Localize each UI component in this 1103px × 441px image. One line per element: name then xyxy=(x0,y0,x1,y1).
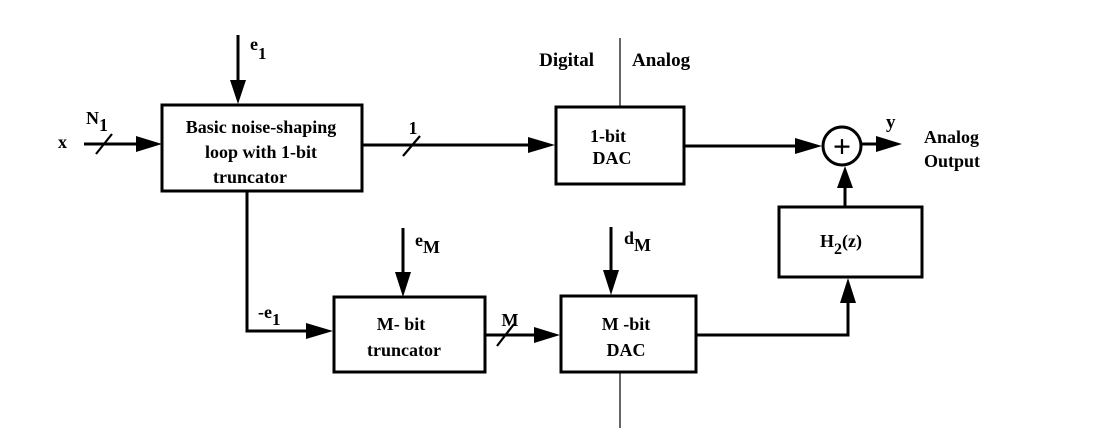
summer-input-arrowhead xyxy=(795,138,822,154)
summing-junction xyxy=(821,125,863,167)
m-bit-truncator-label-line-2: truncator xyxy=(367,340,441,360)
em-arrowhead xyxy=(395,272,411,297)
e1-arrowhead xyxy=(230,80,246,104)
neg-e1-arrowhead xyxy=(306,323,333,339)
h2-filter-block xyxy=(777,205,924,279)
one-bit-dac-label-line-1: 1-bit xyxy=(590,126,626,146)
input-bus-slash xyxy=(95,133,113,155)
m-bit-dac-output-wire xyxy=(696,300,850,337)
noise-shaping-label-line-2: loop with 1-bit xyxy=(205,142,317,162)
h2-output-arrowhead xyxy=(837,166,853,188)
analog-output-label-line-1: Analog xyxy=(924,127,979,147)
h2-filter-label: H2(z) xyxy=(820,231,862,258)
m-bit-truncator-block xyxy=(332,295,487,374)
output-arrowhead xyxy=(876,136,902,152)
input-width-label: N1 xyxy=(86,108,108,135)
m-bus-arrowhead xyxy=(534,327,560,343)
digital-label: Digital xyxy=(539,50,594,71)
m-bus-label: M xyxy=(502,310,519,330)
analog-label: Analog xyxy=(632,50,691,71)
one-bit-bus-label: 1 xyxy=(409,118,418,138)
m-bit-dac-block xyxy=(559,294,698,374)
dm-arrowhead xyxy=(603,270,619,295)
m-bit-dac-label-line-2: DAC xyxy=(607,340,646,360)
noise-shaping-block xyxy=(160,103,364,193)
m-bus-slash xyxy=(496,323,515,347)
input-x-label: x xyxy=(58,132,67,152)
output-y-label: y xyxy=(886,112,896,133)
one-bit-bus-arrowhead xyxy=(528,137,555,153)
one-bit-dac-block xyxy=(554,105,686,186)
neg-e1-label: -e1 xyxy=(258,302,280,329)
m-bit-truncator-label-line-1: M- bit xyxy=(377,314,426,334)
em-label: eM xyxy=(415,230,440,257)
h2-input-arrowhead xyxy=(840,278,856,303)
noise-shaping-label-line-3: truncator xyxy=(213,167,287,187)
neg-e1-wire xyxy=(245,191,308,333)
summing-junction-plus: + xyxy=(833,128,851,164)
dm-label: dM xyxy=(624,228,651,255)
m-bit-dac-label-line-1: M -bit xyxy=(602,314,651,334)
noise-shaping-label-line-1: Basic noise-shaping xyxy=(186,117,337,137)
one-bit-bus-slash xyxy=(402,135,421,157)
analog-output-label-line-2: Output xyxy=(924,151,980,171)
e1-label: e1 xyxy=(250,34,267,63)
input-arrowhead xyxy=(136,136,162,152)
one-bit-dac-label-line-2: DAC xyxy=(593,148,632,168)
